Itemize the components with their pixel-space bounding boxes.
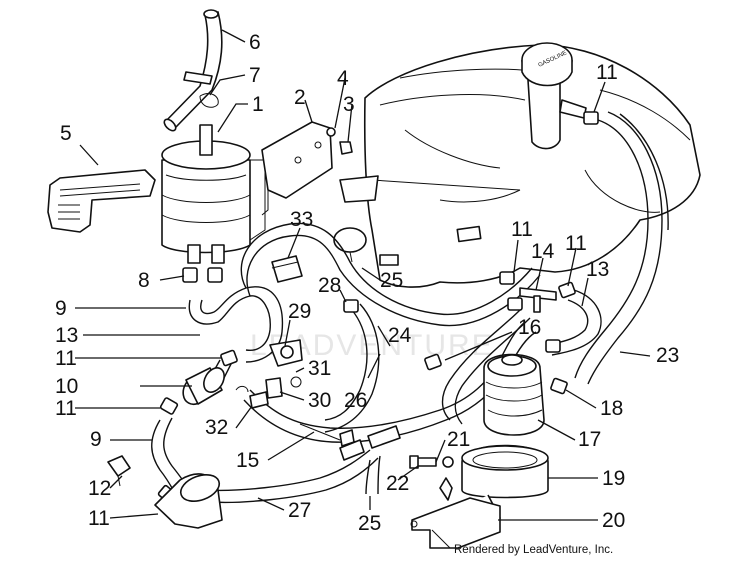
callout-3: 3	[343, 93, 355, 116]
callout-1: 1	[252, 93, 264, 116]
callout-8: 8	[138, 269, 150, 292]
mount-bracket	[261, 121, 353, 216]
callout-25-lower: 25	[358, 512, 381, 535]
callout-11-center: 11	[511, 218, 533, 241]
callout-11-right: 11	[565, 232, 587, 255]
callout-11-left-b: 11	[55, 397, 77, 420]
callout-12: 12	[88, 477, 111, 500]
fuel-pump	[483, 353, 545, 436]
callout-26: 26	[344, 389, 367, 412]
callout-20: 20	[602, 509, 625, 532]
callout-22: 22	[386, 472, 409, 495]
callout-33: 33	[290, 208, 313, 231]
callout-11-bottom: 11	[88, 507, 110, 530]
render-credit: Rendered by LeadVenture, Inc.	[454, 544, 613, 556]
clamp-33	[271, 255, 303, 283]
callout-4: 4	[337, 67, 349, 90]
t-fitting	[519, 287, 557, 313]
callout-19: 19	[602, 467, 625, 490]
callout-13-right: 13	[586, 258, 609, 281]
callout-23: 23	[656, 344, 679, 367]
vent-hose-top	[163, 9, 223, 132]
callout-18: 18	[600, 397, 623, 420]
fuel-filter	[182, 367, 225, 406]
callout-16: 16	[518, 316, 541, 339]
callout-11-tank: 11	[596, 61, 618, 84]
bolt	[409, 455, 454, 469]
callout-9-lower: 9	[90, 428, 102, 451]
callout-10: 10	[55, 375, 78, 398]
callout-13-left: 13	[55, 324, 78, 347]
plate-bracket	[410, 477, 501, 549]
callout-30: 30	[308, 389, 331, 412]
callout-7: 7	[249, 64, 261, 87]
elbow-fitting	[154, 473, 223, 529]
callout-9-upper: 9	[55, 297, 67, 320]
callout-labels: 6 7 1 5 4 3 2 11 33 8 28 25 11 14 11 13 …	[55, 31, 679, 535]
pump-bracket	[461, 444, 549, 523]
callout-28: 28	[318, 274, 341, 297]
callout-6: 6	[249, 31, 261, 54]
inline-connectors	[299, 423, 401, 461]
rollover-valve	[333, 175, 379, 263]
callout-32: 32	[205, 416, 228, 439]
strap-bracket	[47, 169, 156, 233]
callout-14: 14	[531, 240, 555, 263]
fuel-tank: GASOLINE	[363, 42, 701, 288]
callout-2: 2	[294, 86, 306, 109]
callout-31: 31	[308, 357, 331, 380]
callout-21: 21	[447, 428, 470, 451]
callout-29: 29	[288, 300, 311, 323]
callout-27: 27	[288, 499, 311, 522]
leader-lines	[75, 29, 651, 521]
callout-11-left-a: 11	[55, 347, 77, 370]
sensor-29	[235, 339, 303, 409]
charcoal-canister	[161, 124, 266, 264]
callout-17: 17	[578, 428, 601, 451]
clip-12	[107, 455, 131, 487]
callout-24: 24	[388, 324, 412, 347]
callout-5: 5	[60, 122, 72, 145]
callout-25-upper: 25	[380, 269, 403, 292]
callout-15: 15	[236, 449, 259, 472]
